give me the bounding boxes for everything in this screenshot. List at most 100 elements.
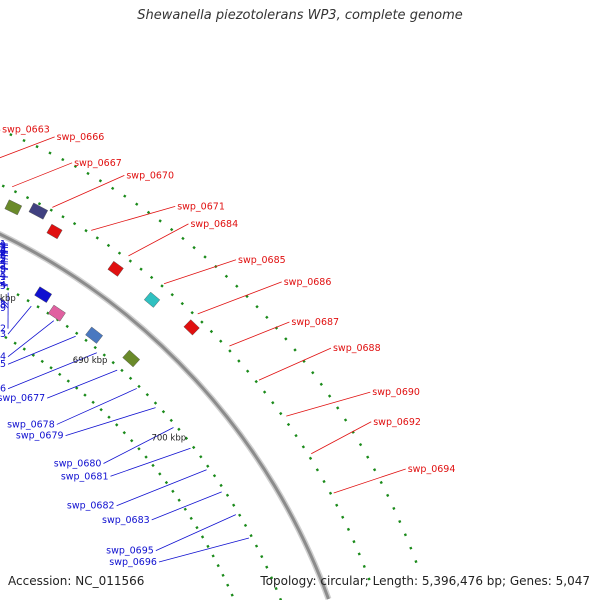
gene-label: swp_0676 xyxy=(0,384,6,395)
leader-line xyxy=(103,427,174,464)
gene-label: swp_0668 xyxy=(0,300,6,311)
gene-label: swp_0683 xyxy=(102,515,150,526)
gene-label: swp_0694 xyxy=(408,464,456,475)
scale-label: 680 kbp xyxy=(0,294,16,304)
gene-label: swp_0678 xyxy=(7,419,55,430)
gene-label: swp_0666 xyxy=(57,132,105,143)
tick-mark xyxy=(22,347,26,351)
tick-mark xyxy=(99,407,103,412)
gene-feature xyxy=(107,260,124,277)
tick-mark xyxy=(221,573,225,577)
tick-mark xyxy=(72,221,77,226)
tick-mark xyxy=(102,353,106,357)
accession-text: Accession: NC_011566 xyxy=(8,574,145,588)
tick-mark xyxy=(145,392,150,397)
tick-mark xyxy=(357,552,361,556)
tick-mark xyxy=(73,164,78,169)
tick-mark xyxy=(372,468,377,472)
tick-mark xyxy=(9,133,13,137)
leader-line xyxy=(7,320,55,358)
tick-mark xyxy=(254,544,259,548)
tick-mark xyxy=(4,335,8,340)
tick-mark xyxy=(274,587,278,591)
gene-feature xyxy=(85,326,103,344)
gene-label: swp_0674 xyxy=(0,352,6,363)
gene-label: swp_0669 xyxy=(0,303,6,314)
tick-mark xyxy=(117,251,122,255)
tick-mark xyxy=(328,491,333,495)
tick-mark xyxy=(315,468,320,472)
tick-mark xyxy=(200,320,204,324)
tick-mark xyxy=(219,339,223,343)
tick-mark xyxy=(93,345,97,350)
tick-mark xyxy=(286,422,291,427)
tick-mark xyxy=(13,341,17,345)
gene-label: swp_0688 xyxy=(333,343,381,354)
tick-mark xyxy=(195,525,199,530)
tick-mark xyxy=(181,236,185,241)
tick-mark xyxy=(153,401,158,405)
leader-line xyxy=(65,407,156,436)
tick-mark xyxy=(122,431,126,435)
leader-line xyxy=(47,369,118,399)
gene-label: swp_0649 xyxy=(0,240,6,251)
leader-line xyxy=(197,281,282,315)
tick-mark xyxy=(199,455,203,459)
tick-mark xyxy=(120,368,124,373)
tick-mark xyxy=(84,338,88,343)
tick-mark xyxy=(137,447,141,451)
gene-label: swp_0677 xyxy=(0,393,45,404)
gene-feature xyxy=(34,286,53,303)
tick-mark xyxy=(26,299,30,303)
scale-label: 700 kbp xyxy=(151,434,186,444)
tick-mark xyxy=(366,455,370,459)
tick-mark xyxy=(352,540,356,544)
gene-label: swp_0672 xyxy=(0,324,6,335)
gene-label: swp_0644 xyxy=(0,257,6,268)
feature-tracks xyxy=(4,199,200,368)
tick-mark xyxy=(224,274,229,278)
tick-mark xyxy=(271,401,275,405)
tick-mark xyxy=(139,267,143,271)
tick-mark xyxy=(128,376,133,381)
gene-label: swp_0673 xyxy=(0,329,6,340)
leader-line xyxy=(7,335,76,365)
tick-mark xyxy=(180,301,184,306)
tick-mark xyxy=(183,507,187,511)
tick-mark xyxy=(158,219,162,223)
tick-mark xyxy=(260,554,264,559)
leader-line xyxy=(158,537,250,563)
tick-mark xyxy=(212,474,217,478)
tick-mark xyxy=(66,379,70,383)
leader-line xyxy=(7,352,97,390)
tick-mark xyxy=(115,423,119,427)
tick-mark xyxy=(189,516,193,521)
tick-mark xyxy=(346,527,351,531)
tick-mark xyxy=(48,151,52,155)
gene-label: swp_0653 xyxy=(0,243,6,254)
tick-mark xyxy=(65,324,69,329)
leader-line xyxy=(155,514,237,552)
tick-mark xyxy=(75,331,79,335)
gene-label: swp_0647 xyxy=(0,246,6,257)
gene-label: swp_0686 xyxy=(284,277,332,288)
gene-feature xyxy=(183,319,200,336)
gene-label: swp_0684 xyxy=(190,219,238,230)
tick-mark xyxy=(319,382,323,386)
tick-mark xyxy=(111,360,115,365)
gene-feature xyxy=(143,291,161,308)
genome-backbone xyxy=(0,230,332,600)
leader-line xyxy=(0,297,9,309)
tick-mark xyxy=(335,503,339,507)
tick-mark xyxy=(61,157,65,162)
tick-mark xyxy=(301,445,306,449)
tick-mark xyxy=(192,445,196,450)
tick-mark xyxy=(254,379,258,384)
gene-label: swp_0692 xyxy=(373,417,421,428)
tick-mark xyxy=(279,411,283,416)
gene-label: swp_0667 xyxy=(74,158,122,169)
tick-mark xyxy=(75,386,79,390)
tick-mark xyxy=(237,359,241,363)
tick-mark xyxy=(86,171,90,176)
